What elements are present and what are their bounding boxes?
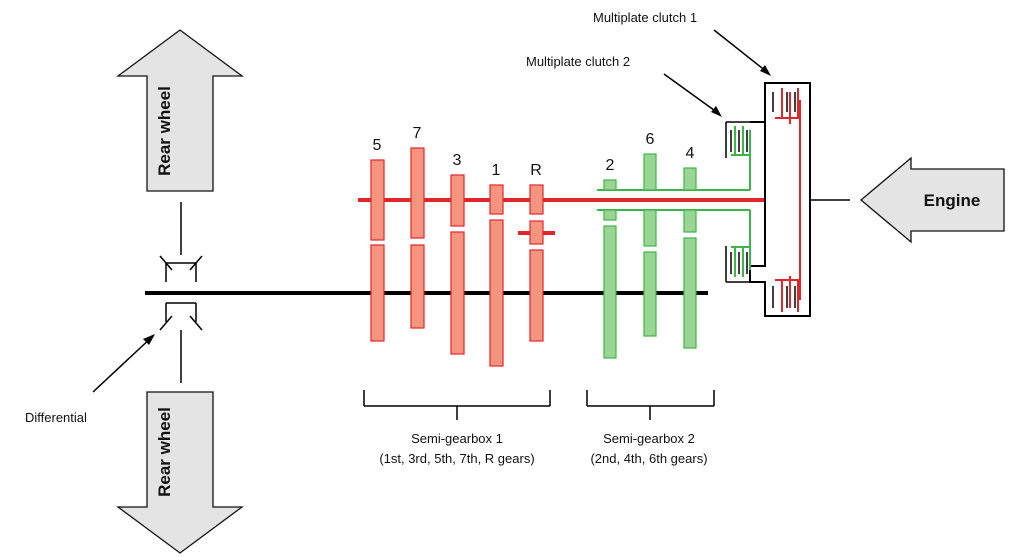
clutch-1-label: Multiplate clutch 1 [593,10,697,25]
gear-1-drive [489,184,504,215]
clutch-2-label: Multiplate clutch 2 [526,54,630,69]
gear-label-6: 6 [646,131,655,148]
clutch-1-pointer [713,29,768,73]
clutch-2-pointer-head [711,106,722,117]
gear-3-drive [450,174,465,227]
gear-4-drive-bottom [683,209,697,233]
clutch-2-pointer [663,73,719,114]
gear-label-7: 7 [413,125,422,142]
differential-pointer [92,335,154,393]
semi-gearbox-2-gears [603,153,697,359]
gear-6-driven [643,251,657,337]
semi-gearbox-1-gears [370,147,555,367]
engine-label: Engine [924,191,981,210]
gear-7-drive [410,147,425,239]
gear-7-driven [410,244,425,329]
semi-gearbox-2-bracket [586,390,715,420]
differential-label: Differential [25,410,87,425]
gear-3-driven [450,231,465,355]
gear-label-1: 1 [492,162,501,179]
semi-gearbox-2-subtitle: (2nd, 4th, 6th gears) [590,451,707,466]
gear-r-driven [529,249,544,342]
semi-gearbox-1-subtitle: (1st, 3rd, 5th, 7th, R gears) [379,451,534,466]
clutch-2-plates [730,126,751,277]
gear-label-3: 3 [453,152,462,169]
clutch-1-plates [772,88,801,312]
gear-label-r: R [530,162,542,179]
rear-wheel-top-arrow: Rear wheel [116,29,244,192]
differential-symbol [159,255,203,331]
gear-1-driven [489,219,504,367]
gear-2-driven [603,225,617,359]
gear-r-drive [529,184,544,215]
gear-5-driven [370,244,385,342]
rear-wheel-bottom-arrow: Rear wheel [116,391,244,554]
gear-r-idler [529,220,544,245]
gear-6-drive-bottom [643,209,657,247]
gear-6-drive-top [643,153,657,191]
semi-gearbox-2-title: Semi-gearbox 2 [603,431,695,446]
clutch-1-pointer-head [760,65,771,76]
rear-wheel-top-label: Rear wheel [155,86,174,176]
semi-gearbox-1-bracket [363,390,551,420]
semi-gearbox-1-title: Semi-gearbox 1 [411,431,503,446]
gear-2-drive-bottom [603,209,617,221]
gear-label-2: 2 [606,157,615,174]
engine-arrow: Engine [859,156,1005,244]
gear-2-drive-top [603,179,617,191]
gear-4-drive-top [683,167,697,191]
gear-4-driven [683,237,697,349]
gear-5-drive [370,159,385,241]
gear-label-5: 5 [373,137,382,154]
differential-pointer-head [143,334,155,345]
gear-label-4: 4 [686,145,695,162]
rear-wheel-bottom-label: Rear wheel [155,407,174,497]
